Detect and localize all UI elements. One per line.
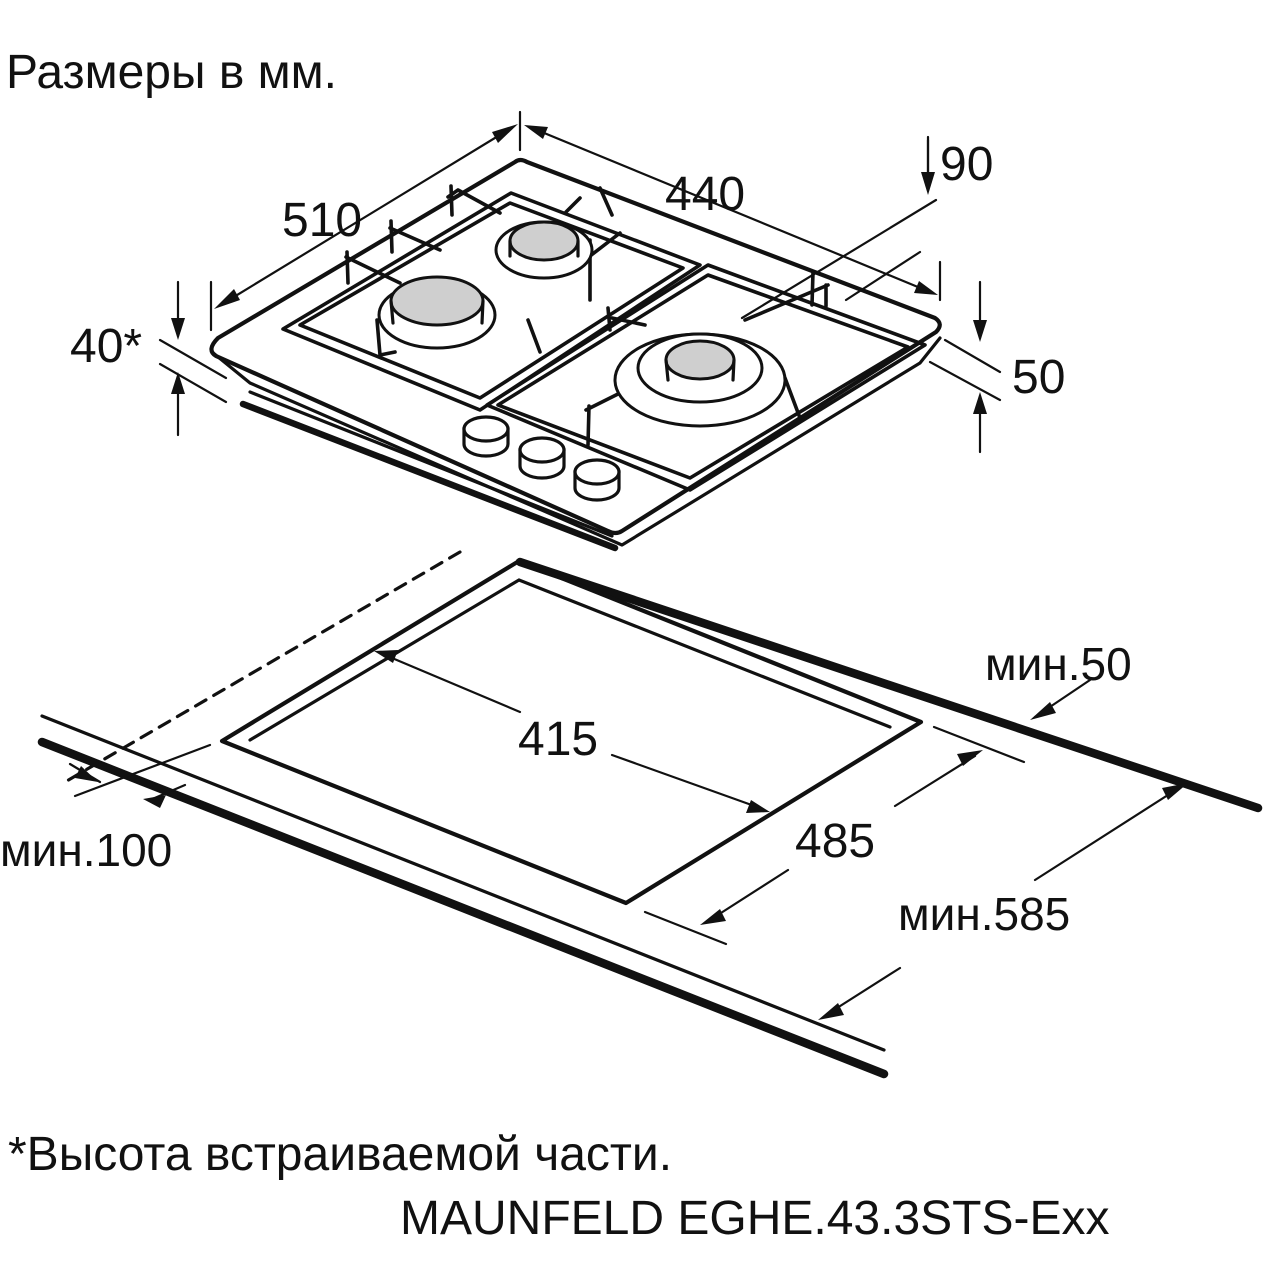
arrow-head-icon (700, 909, 726, 925)
arrow-head-icon (957, 750, 983, 766)
control-knob-icon (573, 458, 621, 502)
cutout-inner-edge (248, 578, 892, 742)
arrow-head-icon (921, 172, 935, 195)
hob-dimension-lines (158, 110, 1002, 454)
dim-label-height-front: 40* (70, 320, 142, 373)
arrow-head-icon (374, 650, 398, 663)
cutout-label-depth: 485 (795, 815, 875, 868)
arrow-head-icon (914, 281, 938, 295)
model-name: MAUNFELD EGHE.43.3STS-Exx (400, 1192, 1110, 1245)
arrow-head-icon (143, 795, 166, 808)
burner-icon (664, 339, 736, 381)
control-knob-icon (518, 436, 566, 480)
burner-rear-small (494, 220, 594, 280)
right-pan-support (485, 263, 927, 492)
worktop-back-edge (515, 557, 1263, 813)
worktop-hidden-edge (63, 550, 462, 784)
hob-body-side (210, 336, 942, 547)
arrow-head-icon (818, 1003, 844, 1020)
footnote: *Высота встраиваемой части. (8, 1128, 672, 1181)
units-note: Размеры в мм. (6, 46, 337, 99)
dim-line-510 (222, 128, 510, 305)
clearance-label-front: мин.100 (0, 824, 172, 876)
worktop-front-edge (37, 737, 889, 1079)
clearance-label-worktop: мин.585 (898, 888, 1070, 940)
cutout-label-width: 415 (518, 713, 598, 766)
hob-lower-rim (239, 400, 619, 552)
arrow-head-icon (973, 392, 987, 414)
worktop-front-edge-top (40, 714, 886, 1052)
burner-icon (508, 220, 580, 262)
cutout-outline (219, 558, 924, 906)
clearance-label-back: мин.50 (985, 638, 1132, 690)
arrow-head-icon (524, 125, 548, 139)
cutout-dimension-lines (68, 650, 1188, 1020)
burner-wok (613, 332, 787, 428)
arrow-head-icon (1162, 783, 1188, 800)
dim-label-width: 510 (282, 194, 362, 247)
dim-label-depth: 440 (665, 168, 745, 221)
dim-label-offset-top: 90 (940, 138, 993, 191)
hob-lower-rim-inner (248, 390, 614, 538)
arrow-head-icon (746, 800, 770, 813)
arrow-head-icon (214, 289, 240, 309)
dim-line-440 (530, 126, 932, 294)
arrow-head-icon (75, 766, 98, 782)
burner-icon (389, 275, 485, 327)
control-knob-icon (462, 415, 510, 458)
arrow-head-icon (171, 318, 185, 340)
hob-illustration (209, 157, 942, 552)
dim-label-height-right: 50 (1012, 351, 1065, 404)
left-pan-support (281, 184, 702, 412)
hob-top-plate (209, 157, 942, 536)
arrow-head-icon (1030, 702, 1056, 720)
worktop-illustration (37, 550, 1263, 1079)
arrow-head-icon (973, 320, 987, 342)
control-knobs (462, 415, 621, 502)
arrow-head-icon (171, 372, 185, 394)
burner-front-left (377, 275, 497, 350)
arrow-head-icon (492, 124, 518, 143)
